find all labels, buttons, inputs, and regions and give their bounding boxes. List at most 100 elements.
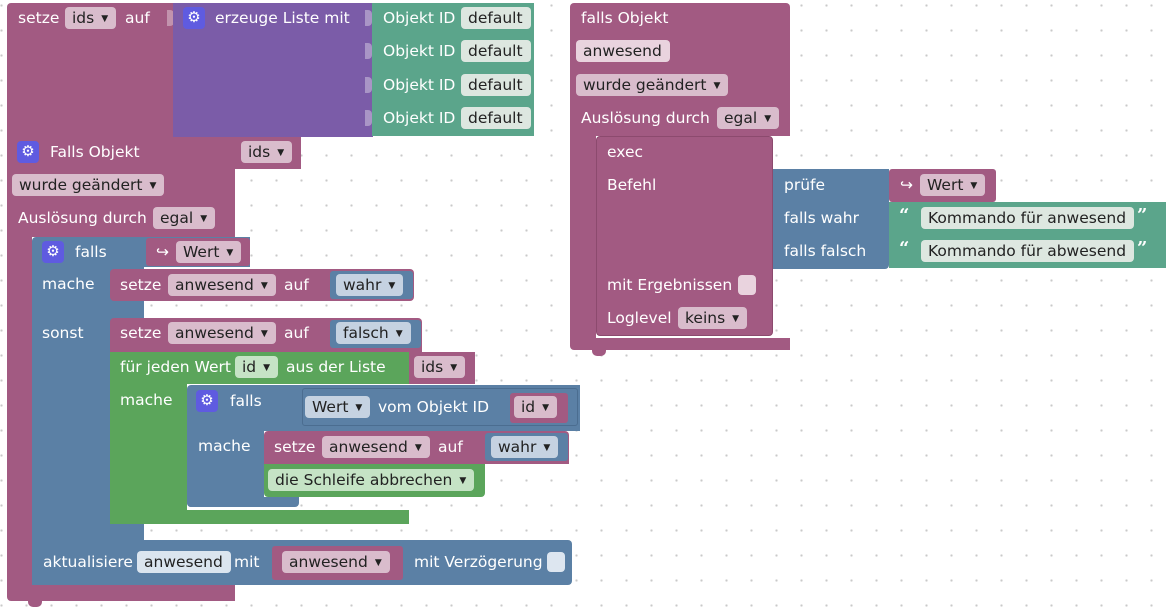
chevron-down-icon: ▼: [459, 476, 467, 486]
set-ids-variable-dropdown[interactable]: ids▼: [65, 7, 117, 29]
set-variable-dropdown[interactable]: anwesend▼: [322, 436, 430, 458]
trigger-mode-dropdown[interactable]: wurde geändert▼: [576, 74, 729, 96]
trigger-value-dropdown[interactable]: egal▼: [153, 207, 216, 229]
false-command-field[interactable]: Kommando für abwesend: [921, 240, 1135, 262]
chevron-down-icon: ▼: [732, 314, 740, 324]
chevron-down-icon: ▼: [277, 148, 285, 158]
auf-label: auf: [284, 324, 309, 342]
results-label: mit Ergebnissen: [607, 276, 733, 294]
ternary-value-dropdown[interactable]: Wert▼: [920, 174, 986, 196]
falls-falsch-label: falls falsch: [784, 242, 867, 260]
list-variable-dropdown[interactable]: ids▼: [414, 356, 466, 378]
condition-value-dropdown[interactable]: Wert▼: [176, 241, 242, 263]
input-socket: [365, 77, 372, 93]
block-tab: [592, 350, 606, 356]
true-command-field[interactable]: Kommando für anwesend: [921, 207, 1135, 229]
gear-icon[interactable]: ⚙: [42, 241, 64, 263]
chevron-down-icon: ▼: [543, 443, 551, 453]
mit-label: mit: [234, 553, 260, 571]
trigger-label: Auslösung durch: [581, 109, 710, 127]
auf-label: auf: [438, 438, 463, 456]
delay-label: mit Verzögerung: [414, 553, 543, 571]
chevron-down-icon: ▼: [764, 114, 772, 124]
trigger-spine: [7, 237, 32, 589]
setze-label: setze: [18, 9, 60, 27]
boolean-dropdown[interactable]: wahr▼: [491, 436, 559, 458]
chevron-down-icon: ▼: [263, 363, 271, 373]
object-field[interactable]: anwesend: [576, 40, 670, 62]
input-socket: [167, 10, 174, 26]
open-quote-icon: “: [899, 238, 910, 259]
return-arrow-icon: ↪: [156, 243, 169, 261]
value-type-dropdown[interactable]: Wert▼: [305, 396, 371, 418]
gear-icon[interactable]: ⚙: [183, 7, 205, 29]
falls-label: falls: [230, 392, 262, 410]
update-target-field[interactable]: anwesend: [137, 551, 231, 573]
for-each-block[interactable]: [110, 352, 187, 524]
object-id-label: Objekt ID: [383, 42, 456, 60]
chevron-down-icon: ▼: [388, 281, 396, 291]
boolean-dropdown[interactable]: wahr▼: [336, 274, 404, 296]
exec-label: exec: [607, 143, 644, 161]
boolean-dropdown[interactable]: falsch▼: [336, 322, 411, 344]
input-socket: [365, 110, 372, 126]
create-list-block[interactable]: [173, 3, 373, 137]
id-variable-dropdown[interactable]: id▼: [514, 396, 558, 418]
close-quote-icon: ”: [1137, 205, 1148, 226]
trigger-bottom: [7, 585, 235, 601]
mache-label: mache: [198, 437, 251, 455]
object-id-field[interactable]: default: [461, 107, 531, 129]
sonst-label: sonst: [42, 324, 84, 342]
chevron-down-icon: ▼: [101, 14, 109, 24]
close-quote-icon: ”: [1137, 238, 1148, 259]
right-bottom: [570, 338, 790, 350]
mache-label: mache: [120, 391, 173, 409]
trigger-ids-dropdown[interactable]: ids▼: [241, 141, 293, 163]
if-bottom: [32, 524, 144, 540]
chevron-down-icon: ▼: [355, 403, 363, 413]
of-object-label: vom Objekt ID: [378, 398, 490, 416]
gear-icon[interactable]: ⚙: [17, 141, 39, 163]
falls-objekt-label: Falls Objekt: [50, 143, 140, 161]
for-each-label: für jeden Wert: [120, 358, 231, 376]
from-list-label: aus der Liste: [286, 358, 386, 376]
gear-icon[interactable]: ⚙: [196, 390, 218, 412]
chevron-down-icon: ▼: [713, 81, 721, 91]
chevron-down-icon: ▼: [970, 181, 978, 191]
trigger-label: Auslösung durch: [18, 209, 147, 227]
object-id-label: Objekt ID: [383, 109, 456, 127]
chevron-down-icon: ▼: [226, 248, 234, 258]
auf-label: auf: [125, 9, 150, 27]
chevron-down-icon: ▼: [414, 443, 422, 453]
object-id-field[interactable]: default: [461, 7, 531, 29]
object-id-field[interactable]: default: [461, 74, 531, 96]
input-socket: [365, 43, 372, 59]
results-checkbox[interactable]: [738, 275, 756, 295]
break-loop-dropdown[interactable]: die Schleife abbrechen▼: [268, 469, 475, 491]
loglevel-dropdown[interactable]: keins▼: [678, 307, 748, 329]
ternary-block[interactable]: [773, 169, 889, 269]
object-id-field[interactable]: default: [461, 40, 531, 62]
delay-checkbox[interactable]: [547, 552, 565, 572]
mache-label: mache: [42, 275, 95, 293]
chevron-down-icon: ▼: [374, 558, 382, 568]
return-arrow-icon: ↪: [900, 176, 913, 194]
loglevel-label: Loglevel: [607, 309, 672, 327]
set-variable-dropdown[interactable]: anwesend▼: [168, 274, 276, 296]
object-id-label: Objekt ID: [383, 9, 456, 27]
update-value-dropdown[interactable]: anwesend▼: [282, 551, 390, 573]
chevron-down-icon: ▼: [260, 329, 268, 339]
exec-block[interactable]: [596, 136, 773, 336]
chevron-down-icon: ▼: [149, 181, 157, 191]
input-socket: [365, 10, 372, 26]
chevron-down-icon: ▼: [450, 363, 458, 373]
update-label: aktualisiere: [43, 553, 133, 571]
create-list-label: erzeuge Liste mit: [215, 9, 350, 27]
object-id-label: Objekt ID: [383, 76, 456, 94]
befehl-label: Befehl: [607, 176, 657, 194]
trigger-mode-dropdown[interactable]: wurde geändert▼: [12, 174, 165, 196]
for-each-header: [187, 352, 409, 384]
loop-variable-dropdown[interactable]: id▼: [235, 356, 279, 378]
set-variable-dropdown[interactable]: anwesend▼: [168, 322, 276, 344]
trigger-value-dropdown[interactable]: egal▼: [717, 107, 780, 129]
